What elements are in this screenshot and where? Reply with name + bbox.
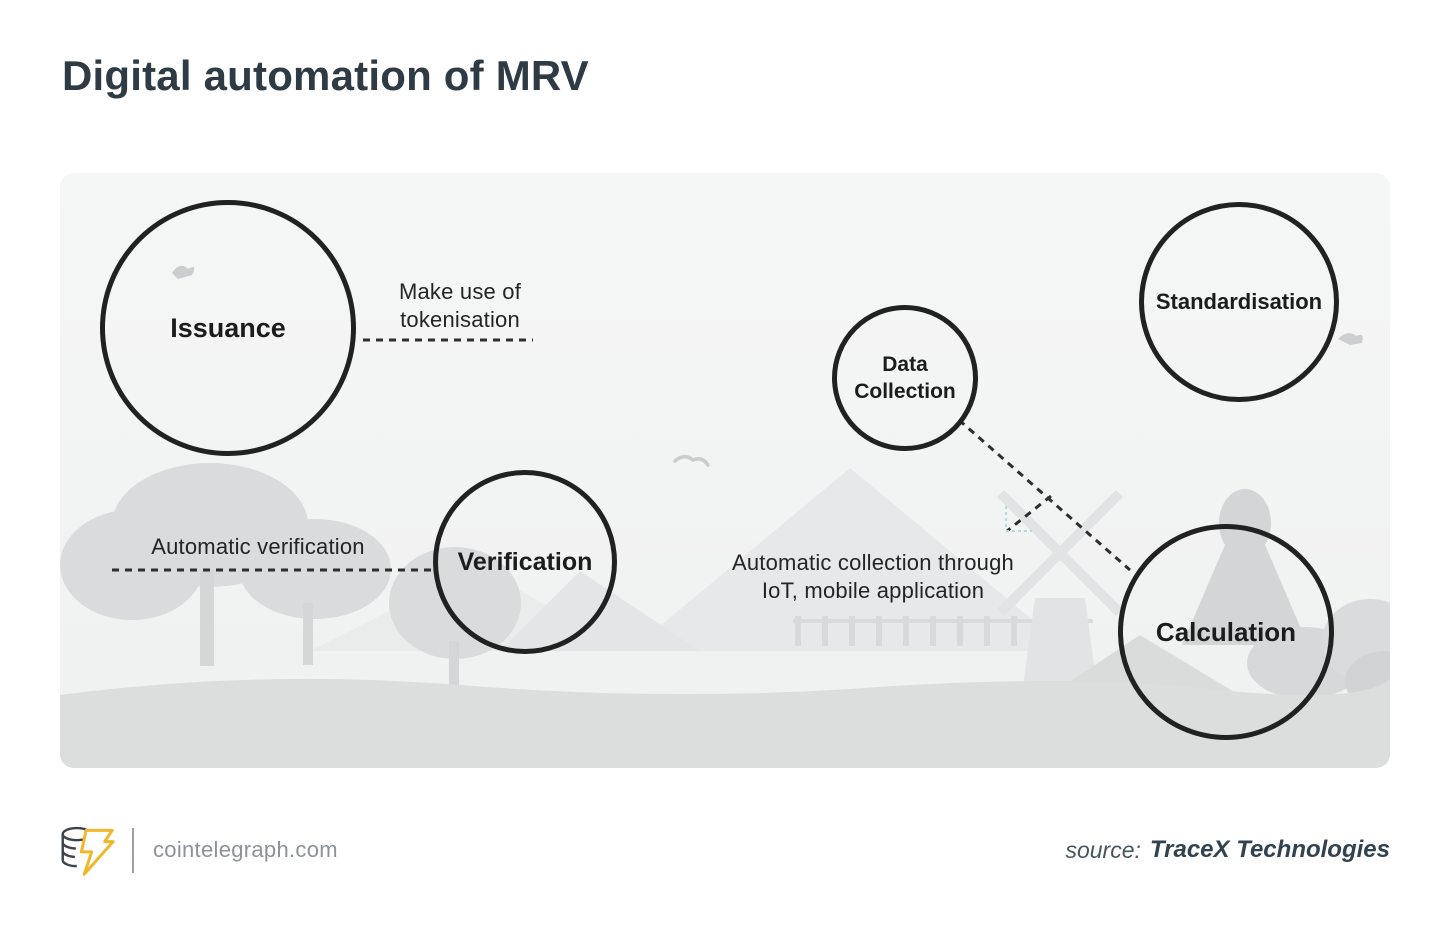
node-standardisation-label: Standardisation [1155,289,1323,314]
footer: cointelegraph.com source: TraceX Technol… [0,822,1450,878]
annotation-automatic-collection: Automatic collection through IoT, mobile… [732,550,1014,603]
node-standardisation: Standardisation [1139,202,1339,402]
node-verification-label: Verification [457,547,593,576]
site-link[interactable]: cointelegraph.com [153,837,338,862]
node-issuance-label: Issuance [170,312,286,343]
source-name: TraceX Technologies [1149,836,1390,863]
node-data-collection-label: Data Collection [854,353,956,403]
source-credit: source: TraceX Technologies [1065,822,1390,878]
node-issuance: Issuance [100,200,356,456]
node-data-collection: Data Collection [832,305,978,451]
node-calculation: Calculation [1118,524,1334,740]
node-verification: Verification [433,470,617,654]
annotation-tokenisation: Make use of tokenisation [398,279,522,332]
cointelegraph-logo-icon [61,826,115,876]
diagram-panel: Issuance Verification Data Collection St… [60,173,1390,768]
annotation-automatic-verification: Automatic verification [151,534,365,559]
page-title: Digital automation of MRV [62,52,589,99]
source-label: source: [1065,836,1141,863]
node-calculation-label: Calculation [1155,616,1297,647]
brand-block: cointelegraph.com [58,822,338,878]
footer-divider [132,827,134,873]
